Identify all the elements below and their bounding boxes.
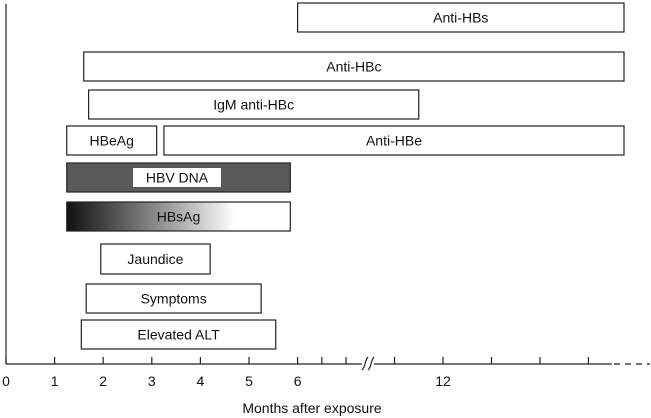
bar-igm-anti-hbc: IgM anti-HBc	[88, 89, 420, 120]
bar-label-igm-anti-hbc: IgM anti-HBc	[213, 97, 294, 113]
x-axis-title: Months after exposure	[242, 400, 382, 416]
bar-rect-hbsag	[66, 201, 291, 232]
tick-marks	[5, 357, 590, 364]
bar-label-hbsag: HBsAg	[157, 209, 201, 225]
bar-hbeag: HBeAg	[66, 125, 158, 156]
bar-label-elevated-alt: Elevated ALT	[137, 327, 220, 343]
tick-label-12: 12	[435, 373, 451, 389]
bar-anti-hbe: Anti-HBe	[163, 125, 625, 156]
tick-label-1: 1	[51, 373, 59, 389]
bar-rect-hbeag	[66, 125, 158, 156]
bar-label-anti-hbe: Anti-HBe	[366, 133, 422, 149]
axis-break-mark-1	[361, 356, 369, 371]
tick-label-6: 6	[294, 373, 302, 389]
tick-label-5: 5	[245, 373, 253, 389]
axis-break-mark-2	[367, 356, 375, 371]
bar-rect-symptoms	[85, 283, 262, 314]
bar-hbsag: HBsAg	[66, 201, 291, 232]
tick-label-3: 3	[148, 373, 156, 389]
bar-hbv-dna: HBV DNA	[66, 162, 291, 193]
bar-rect-anti-hbs	[297, 2, 625, 33]
bar-rect-igm-anti-hbc	[88, 89, 420, 120]
bar-rect-jaundice	[100, 243, 211, 275]
bar-label-anti-hbc: Anti-HBc	[326, 59, 381, 75]
bar-symptoms: Symptoms	[85, 283, 262, 314]
bar-anti-hbs: Anti-HBs	[297, 2, 625, 33]
bar-label-symptoms: Symptoms	[141, 291, 207, 307]
bar-rect-anti-hbe	[163, 125, 625, 156]
bar-anti-hbc: Anti-HBc	[83, 51, 625, 82]
tick-label-2: 2	[99, 373, 107, 389]
tick-label-4: 4	[197, 373, 205, 389]
bar-label-jaundice: Jaundice	[127, 251, 183, 267]
bar-rect-anti-hbc	[83, 51, 625, 82]
bar-elevated-alt: Elevated ALT	[80, 319, 277, 350]
bar-label-bg-hbv-dna	[133, 168, 221, 187]
bar-label-hbeag: HBeAg	[90, 133, 134, 149]
bar-jaundice: Jaundice	[100, 243, 211, 275]
bar-rect-elevated-alt	[80, 319, 277, 350]
bar-label-hbv-dna: HBV DNA	[146, 170, 209, 186]
tick-label-0: 0	[2, 373, 10, 389]
bar-label-anti-hbs: Anti-HBs	[433, 10, 488, 26]
